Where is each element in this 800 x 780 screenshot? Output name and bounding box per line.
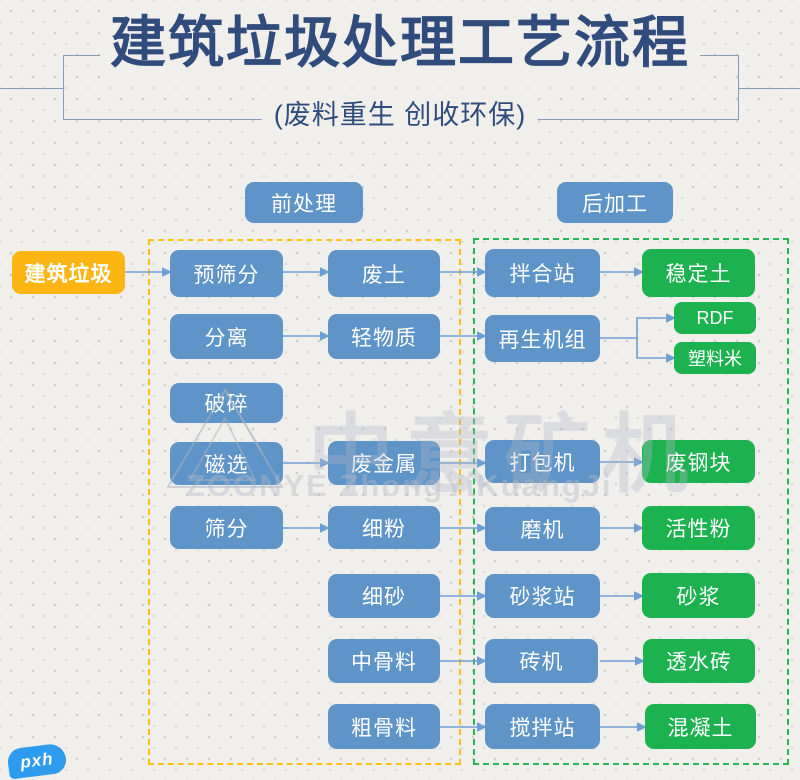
flow-node-concrete: 混凝土 [645,704,756,749]
flow-node-scrap-metal: 废金属 [328,441,440,485]
flow-node-recycling-unit: 再生机组 [485,315,600,362]
flow-node-stabilized-soil: 稳定土 [642,249,755,297]
flow-node-permeable-brick: 透水砖 [643,639,755,683]
flow-node-label-post: 后加工 [557,182,673,223]
pre-processing-container [148,239,461,765]
pxh-badge: pxh [6,742,68,780]
flow-node-screening: 筛分 [170,506,283,549]
flow-node-active-powder: 活性粉 [642,506,755,550]
flow-node-plastic-pellet: 塑料米 [674,342,756,374]
flow-node-waste-soil: 废土 [328,250,440,297]
flow-node-light-material: 轻物质 [328,314,440,359]
flow-node-grinding-mill: 磨机 [485,507,600,551]
post-processing-container [473,238,789,765]
flow-node-mixing-station: 拌合站 [485,249,600,297]
flow-node-baler: 打包机 [485,440,600,483]
flow-node-mortar-station: 砂浆站 [485,574,600,618]
flow-node-construction-waste: 建筑垃圾 [12,251,125,294]
page-subtitle: (废料重生 创收环保) [261,96,539,136]
flow-node-mid-aggregate: 中骨料 [328,639,440,683]
title-side-line-left [0,88,63,89]
flow-node-mortar: 砂浆 [642,573,755,618]
flow-node-pre-screening: 预筛分 [170,250,283,297]
flow-node-coarse-aggregate: 粗骨料 [328,704,440,749]
flow-node-rdf: RDF [674,302,756,334]
flow-node-fine-sand: 细砂 [328,574,440,618]
title-side-line-right [738,88,800,89]
flow-node-mixing-plant: 搅拌站 [485,704,600,749]
flow-node-brick-machine: 砖机 [485,639,598,683]
flow-node-separation: 分离 [170,314,283,359]
flow-node-magnetic-sep: 磁选 [170,442,283,485]
flow-node-crushing: 破碎 [170,383,283,423]
flow-node-scrap-steel: 废钢块 [642,440,755,483]
flow-node-label-pre: 前处理 [245,182,363,223]
flow-node-fine-powder: 细粉 [328,506,440,549]
page-title: 建筑垃圾处理工艺流程 [100,4,700,82]
